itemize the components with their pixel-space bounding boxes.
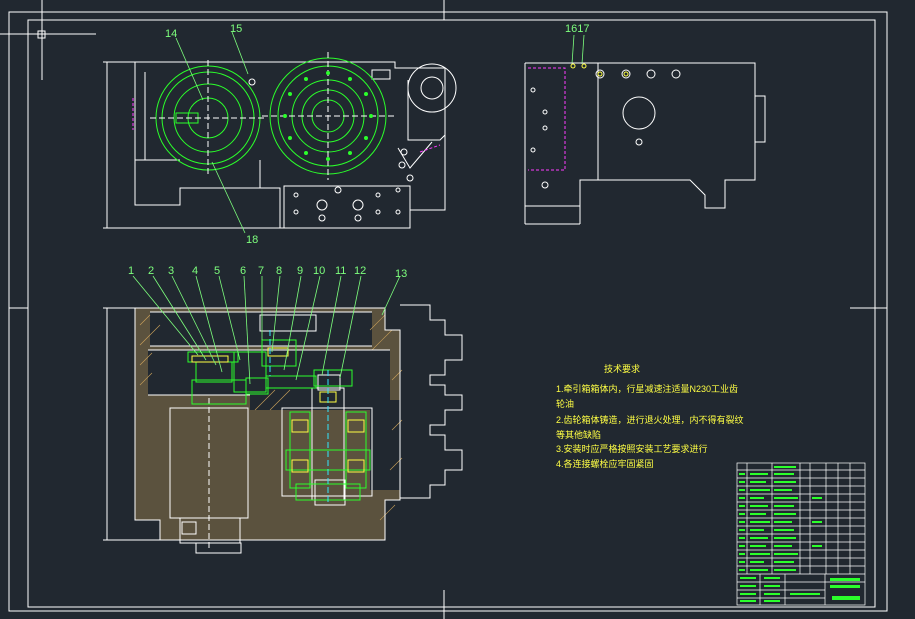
front-view-magenta-marks (132, 98, 441, 153)
balloon-4: 4 (192, 265, 198, 277)
balloon-15: 15 (230, 23, 242, 35)
side-view-yellow-marks (570, 63, 629, 77)
balloon-8: 8 (276, 265, 282, 277)
sheet-frame (0, 0, 888, 619)
side-view-magenta-outline (528, 67, 566, 171)
front-view-large-gear-right (262, 52, 394, 180)
balloon-13: 13 (395, 268, 407, 280)
balloon-11: 11 (335, 265, 346, 277)
balloon-14: 14 (165, 28, 177, 40)
balloon-1: 1 (128, 265, 134, 277)
balloon-7: 7 (258, 265, 264, 277)
section-leaders (132, 275, 401, 385)
balloon-10: 10 (313, 265, 325, 277)
notes-line-4: 等其他缺陷 (556, 429, 601, 440)
balloon-1617: 1617 (565, 23, 589, 35)
notes-line-3: 2.齿轮箱体铸造，进行退火处理，内不得有裂纹 (556, 414, 744, 425)
balloon-5: 5 (214, 265, 220, 277)
section-view (103, 304, 463, 554)
parts-list-text-marks (739, 466, 860, 602)
notes-line-2: 轮油 (556, 398, 574, 409)
technical-notes: 技术要求 1.牵引箱箱体内，行星减速注适量N230工业齿 轮油 2.齿轮箱体铸造… (556, 363, 744, 469)
side-view-housing (524, 62, 766, 225)
balloon-3: 3 (168, 265, 174, 277)
notes-line-1: 1.牵引箱箱体内，行星减速注适量N230工业齿 (556, 383, 738, 394)
front-view-leaders (175, 31, 585, 234)
notes-line-5: 3.安装时应严格按照安装工艺要求进行 (556, 443, 708, 454)
notes-title: 技术要求 (604, 363, 640, 374)
front-view-large-gear-left (150, 60, 266, 176)
front-view-housing (103, 61, 457, 229)
section-balloons: 1 2 3 4 5 6 7 8 9 10 11 12 13 (128, 265, 407, 280)
balloon-18: 18 (246, 234, 258, 246)
balloon-2: 2 (148, 265, 154, 277)
balloon-12: 12 (354, 265, 366, 277)
balloon-9: 9 (297, 265, 303, 277)
balloon-6: 6 (240, 265, 246, 277)
parts-list-table (736, 462, 866, 606)
notes-line-6: 4.各连接螺栓应牢固紧固 (556, 458, 654, 469)
